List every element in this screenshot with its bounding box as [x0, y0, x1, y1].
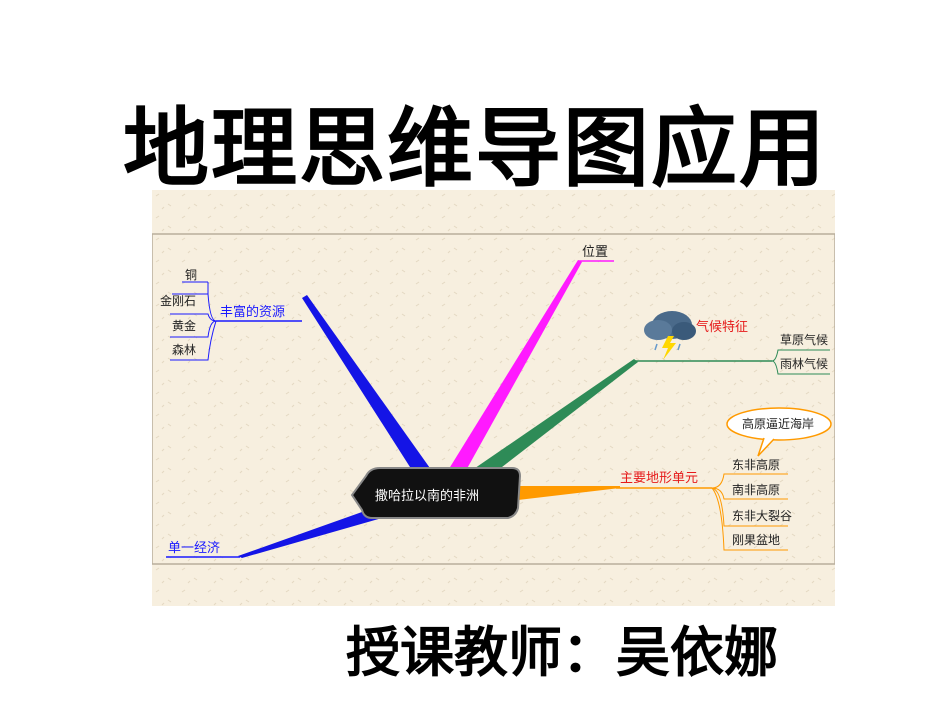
slide-title: 地理思维导图应用	[123, 99, 827, 199]
center-node-label: 撒哈拉以南的非洲	[375, 488, 479, 504]
mind-map-canvas: 撒哈拉以南的非洲 丰富的资源 铜 金刚石 黄金 森林 位置 气候特征 草原气候 …	[152, 190, 835, 606]
branch-resources-line	[302, 295, 437, 478]
economy-label: 单一经济	[168, 541, 220, 556]
resource-gold: 黄金	[172, 318, 196, 333]
landform-east-plateau: 东非高原	[732, 457, 780, 472]
landform-rift-valley: 东非大裂谷	[732, 509, 792, 523]
resources-branches	[170, 282, 217, 361]
climate-rainforest: 雨林气候	[780, 356, 828, 371]
branch-economy-line	[238, 512, 382, 558]
callout-bubble	[726, 407, 832, 441]
resource-forest: 森林	[172, 342, 196, 357]
map-frame	[152, 233, 835, 565]
branch-location-line	[447, 260, 582, 474]
landform-branches	[711, 473, 788, 551]
location-label: 位置	[582, 245, 608, 260]
resource-diamond: 金刚石	[160, 293, 196, 308]
resources-label: 丰富的资源	[220, 304, 285, 320]
landform-congo-basin: 刚果盆地	[732, 533, 780, 547]
center-node-shape	[350, 467, 522, 519]
climate-savanna: 草原气候	[780, 332, 828, 347]
teacher-name: 授课教师：吴依娜	[346, 621, 778, 684]
branch-landform-line	[518, 486, 620, 500]
branch-climate-line	[462, 359, 638, 484]
storm-cloud-icon	[644, 311, 696, 360]
landform-callout: 高原逼近海岸	[742, 416, 814, 431]
mind-map: 撒哈拉以南的非洲 丰富的资源 铜 金刚石 黄金 森林 位置 气候特征 草原气候 …	[152, 190, 835, 606]
climate-label: 气候特征	[696, 319, 748, 335]
landform-south-plateau: 南非高原	[732, 482, 780, 497]
callout-tail	[757, 437, 775, 457]
landform-label: 主要地形单元	[620, 471, 698, 486]
climate-branches	[771, 349, 830, 375]
resource-copper: 铜	[185, 267, 197, 282]
